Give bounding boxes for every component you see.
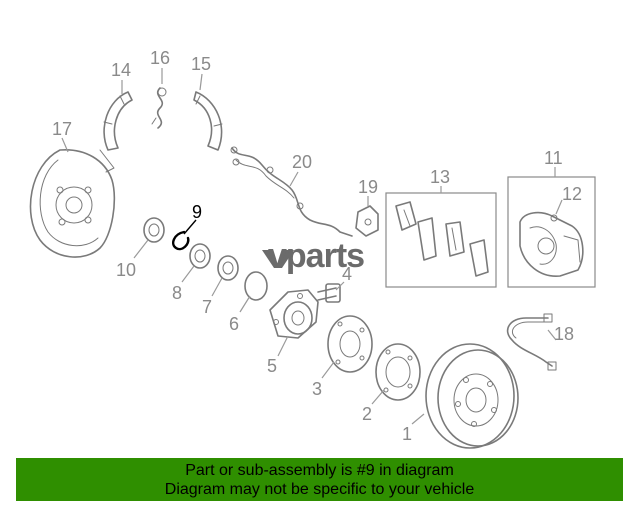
part-20-abs-sensor-wire[interactable] [230,146,353,237]
svg-text:vparts: vparts [268,237,364,275]
callout-9: 9 [192,202,202,222]
banner-line-1: Part or sub-assembly is #9 in diagram [185,461,454,479]
callout-15: 15 [191,54,211,74]
part-1-brake-rotor[interactable] [425,343,519,449]
part-10-seal[interactable] [143,217,165,243]
callout-10: 10 [116,260,136,280]
callout-3: 3 [312,379,322,399]
callout-14: 14 [111,60,131,80]
part-15-brake-shoe[interactable] [193,91,223,151]
part-6-o-ring[interactable] [244,271,268,301]
info-banner: Part or sub-assembly is #9 in diagram Di… [16,458,623,501]
part-9-snap-ring[interactable] [172,230,190,251]
part-18-brake-hose[interactable] [506,313,557,371]
callout-1: 1 [402,424,412,444]
callout-16: 16 [150,48,170,68]
callout-19: 19 [358,177,378,197]
part-3-plate[interactable] [327,315,373,373]
callout-20: 20 [292,152,312,172]
part-2-gasket[interactable] [375,343,421,401]
part-8-bearing[interactable] [189,243,211,269]
part-16-adjuster[interactable] [151,87,167,129]
part-7-bearing-race[interactable] [217,255,239,281]
callout-11: 11 [544,148,563,168]
callout-2: 2 [362,404,372,424]
callout-18: 18 [554,324,574,344]
part-19-bracket[interactable] [355,205,379,237]
part-14-brake-shoe[interactable] [103,91,133,151]
banner-line-2: Diagram may not be specific to your vehi… [164,480,475,498]
part-17-backing-plate[interactable] [29,149,116,258]
part-4-bolt[interactable] [317,283,341,303]
callout-4: 4 [342,264,352,284]
callout-17: 17 [52,119,72,139]
callout-13: 13 [430,167,450,187]
callout-7: 7 [202,297,212,317]
callout-5: 5 [267,356,277,376]
callout-6: 6 [229,314,239,334]
callout-8: 8 [172,283,182,303]
part-13-brake-pads[interactable] [385,192,497,288]
callout-12: 12 [562,184,582,204]
part-12-bleeder[interactable] [550,214,558,222]
part-5-hub[interactable] [269,289,319,339]
part-11-caliper-assembly[interactable] [507,176,596,288]
vparts-logo: vparts [262,237,365,275]
